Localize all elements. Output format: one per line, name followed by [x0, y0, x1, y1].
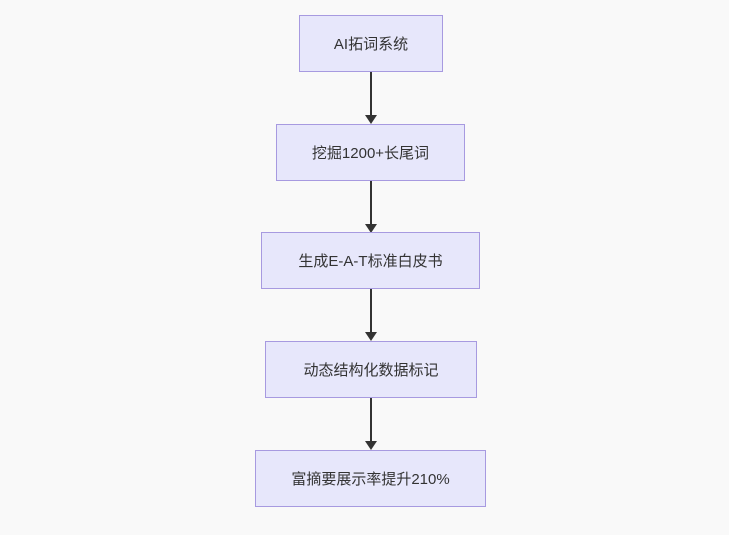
arrow-down-icon — [365, 224, 377, 233]
flow-edge-2 — [365, 181, 377, 233]
flow-edge-3 — [365, 289, 377, 341]
node-label: 动态结构化数据标记 — [303, 362, 439, 379]
node-label: 挖掘1200+长尾词 — [311, 145, 430, 162]
node-label: 生成E-A-T标准白皮书 — [298, 253, 443, 270]
flow-node-structured-data-markup: 动态结构化数据标记 — [265, 341, 477, 398]
arrow-line — [370, 181, 372, 224]
flow-edge-1 — [365, 72, 377, 124]
node-label: AI拓词系统 — [333, 36, 409, 53]
flow-node-eat-whitepaper: 生成E-A-T标准白皮书 — [261, 232, 480, 289]
node-label: 富摘要展示率提升210% — [291, 471, 450, 488]
arrow-down-icon — [365, 115, 377, 124]
flow-node-longtail-mining: 挖掘1200+长尾词 — [276, 124, 465, 181]
flow-node-rich-snippet-result: 富摘要展示率提升210% — [255, 450, 486, 507]
arrow-line — [370, 72, 372, 115]
arrow-down-icon — [365, 441, 377, 450]
arrow-line — [370, 289, 372, 332]
flow-node-ai-word-system: AI拓词系统 — [299, 15, 443, 72]
arrow-line — [370, 398, 372, 441]
flow-edge-4 — [365, 398, 377, 450]
arrow-down-icon — [365, 332, 377, 341]
